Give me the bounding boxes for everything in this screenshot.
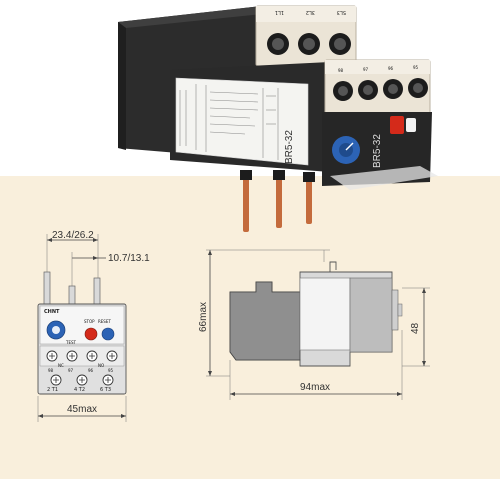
nameplate-model: BR5-32 <box>284 130 295 164</box>
dim-right-height-label: 48 <box>410 322 421 334</box>
photo-contact-label-96: 96 <box>388 66 394 71</box>
no-label: NO <box>98 363 104 368</box>
front-contact-label-97: 97 <box>68 368 74 373</box>
terminal-label-t1: 2 T1 <box>47 387 58 393</box>
relay-photo: 1L1 3L2 5L3 BR5-32 <box>118 5 438 232</box>
dim-height-label: 66max <box>198 302 209 332</box>
side-window <box>299 277 351 351</box>
stop-button <box>406 118 416 132</box>
nameplate-text <box>179 84 279 160</box>
copper-pin-2 <box>276 176 282 228</box>
front-pin-3 <box>93 277 101 305</box>
nameplate-label <box>175 77 309 166</box>
photo-contact-label-97: 97 <box>363 67 369 72</box>
top-terminal-label-2: 3L2 <box>306 9 315 15</box>
photo-contact-label-98: 98 <box>338 68 344 73</box>
front-contact-label-96: 96 <box>88 368 94 373</box>
copper-pin-3 <box>306 178 312 224</box>
front-pin-2 <box>68 285 76 305</box>
front-stop-button <box>84 327 98 341</box>
front-contact-label-98: 98 <box>48 368 54 373</box>
terminal-label-t2: 4 T2 <box>74 387 85 393</box>
clear-cover <box>330 166 438 190</box>
side-top-hook <box>329 261 337 272</box>
photo-contact-label-95: 95 <box>413 65 419 70</box>
brand-label: CHNT <box>44 309 60 315</box>
copper-pin-1 <box>243 176 249 232</box>
stop-label: STOP <box>84 319 95 324</box>
nc-label: NC <box>58 363 64 368</box>
side-view-drawing: 66max 48 94max <box>198 249 430 400</box>
dim-pin-spacing-label: 10.7/13.1 <box>108 253 150 264</box>
terminal-label-t3: 6 T3 <box>100 387 111 393</box>
front-view-drawing: 23.4/26.2 10.7/13.1 CHNT TEST STOP RESET… <box>37 230 150 422</box>
reset-label: RESET <box>98 319 111 324</box>
side-clip <box>391 289 399 331</box>
front-terminal-screws <box>333 78 428 101</box>
front-reset-button <box>101 327 115 341</box>
front-pin-1 <box>43 271 51 305</box>
test-button <box>390 116 404 134</box>
side-body-dark <box>229 281 301 361</box>
top-terminal-label-1: 1L1 <box>275 9 284 15</box>
top-terminal-screws <box>267 33 351 55</box>
front-contact-label-95: 95 <box>108 368 114 373</box>
dial-side-model: BR5-32 <box>372 134 383 168</box>
dial-module <box>322 112 432 186</box>
dim-top-width-label: 23.4/26.2 <box>52 230 94 241</box>
test-label: TEST <box>65 340 77 345</box>
dim-overall-width-label: 45max <box>67 404 97 415</box>
top-terminal-label-3: 5L3 <box>337 9 346 15</box>
dim-length-label: 94max <box>300 382 330 393</box>
